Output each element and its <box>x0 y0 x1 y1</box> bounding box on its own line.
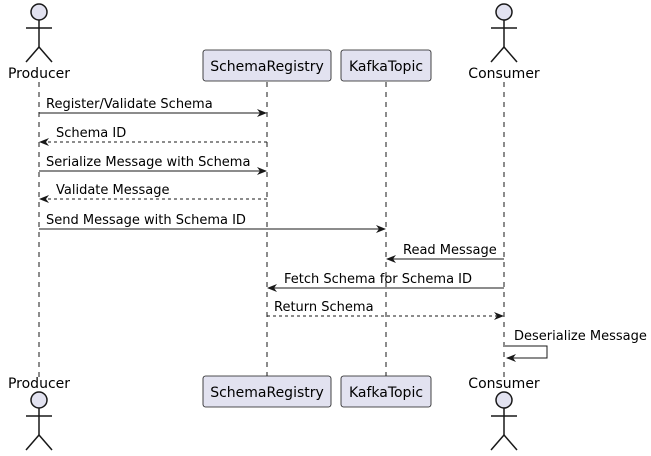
participant-producer-bottom: Producer <box>8 376 70 451</box>
actor-consumer-figure-icon <box>490 3 518 63</box>
participant-label: SchemaRegistry <box>210 59 324 75</box>
message-9: Deserialize Message <box>505 329 647 362</box>
participant-box <box>202 375 332 408</box>
participant-box <box>340 375 432 408</box>
message-6: Read Message <box>386 243 504 263</box>
participants-top: Producer SchemaRegistry KafkaTopic Consumer <box>8 3 540 82</box>
message-label: Validate Message <box>56 183 170 198</box>
participant-label: Consumer <box>468 66 540 82</box>
participant-consumer-bottom: Consumer <box>468 376 540 451</box>
message-7: Fetch Schema for Schema ID <box>267 272 504 292</box>
message-label: Register/Validate Schema <box>46 97 213 112</box>
message-8: Return Schema <box>267 300 504 320</box>
participant-kafka_topic-bottom: KafkaTopic <box>340 375 432 408</box>
participant-kafka_topic-top: KafkaTopic <box>340 49 432 82</box>
self-message-arrow <box>505 345 548 362</box>
participant-box <box>340 49 432 82</box>
participant-label: KafkaTopic <box>349 385 423 401</box>
message-label: Fetch Schema for Schema ID <box>284 272 472 287</box>
message-label: Send Message with Schema ID <box>46 213 246 228</box>
message-4: Validate Message <box>39 183 267 203</box>
message-3: Serialize Message with Schema <box>39 155 267 175</box>
participant-label: Consumer <box>468 376 540 392</box>
participant-producer-top: Producer <box>8 3 70 82</box>
participant-label: Producer <box>8 66 70 82</box>
participant-label: Producer <box>8 376 70 392</box>
participant-label: KafkaTopic <box>349 59 423 75</box>
participant-schema_registry-top: SchemaRegistry <box>202 49 332 82</box>
message-label: Read Message <box>403 243 497 258</box>
message-label: Return Schema <box>274 300 374 315</box>
participant-consumer-top: Consumer <box>468 3 540 82</box>
participant-box <box>202 49 332 82</box>
message-5: Send Message with Schema ID <box>39 213 386 233</box>
actor-producer-figure-icon <box>25 3 53 63</box>
message-1: Register/Validate Schema <box>39 97 267 117</box>
message-label: Serialize Message with Schema <box>46 155 250 170</box>
actor-producer-figure-icon <box>25 391 53 451</box>
message-label: Deserialize Message <box>514 329 647 344</box>
actor-consumer-figure-icon <box>490 391 518 451</box>
participant-schema_registry-bottom: SchemaRegistry <box>202 375 332 408</box>
participant-label: SchemaRegistry <box>210 385 324 401</box>
message-label: Schema ID <box>56 126 126 141</box>
message-2: Schema ID <box>39 126 267 146</box>
